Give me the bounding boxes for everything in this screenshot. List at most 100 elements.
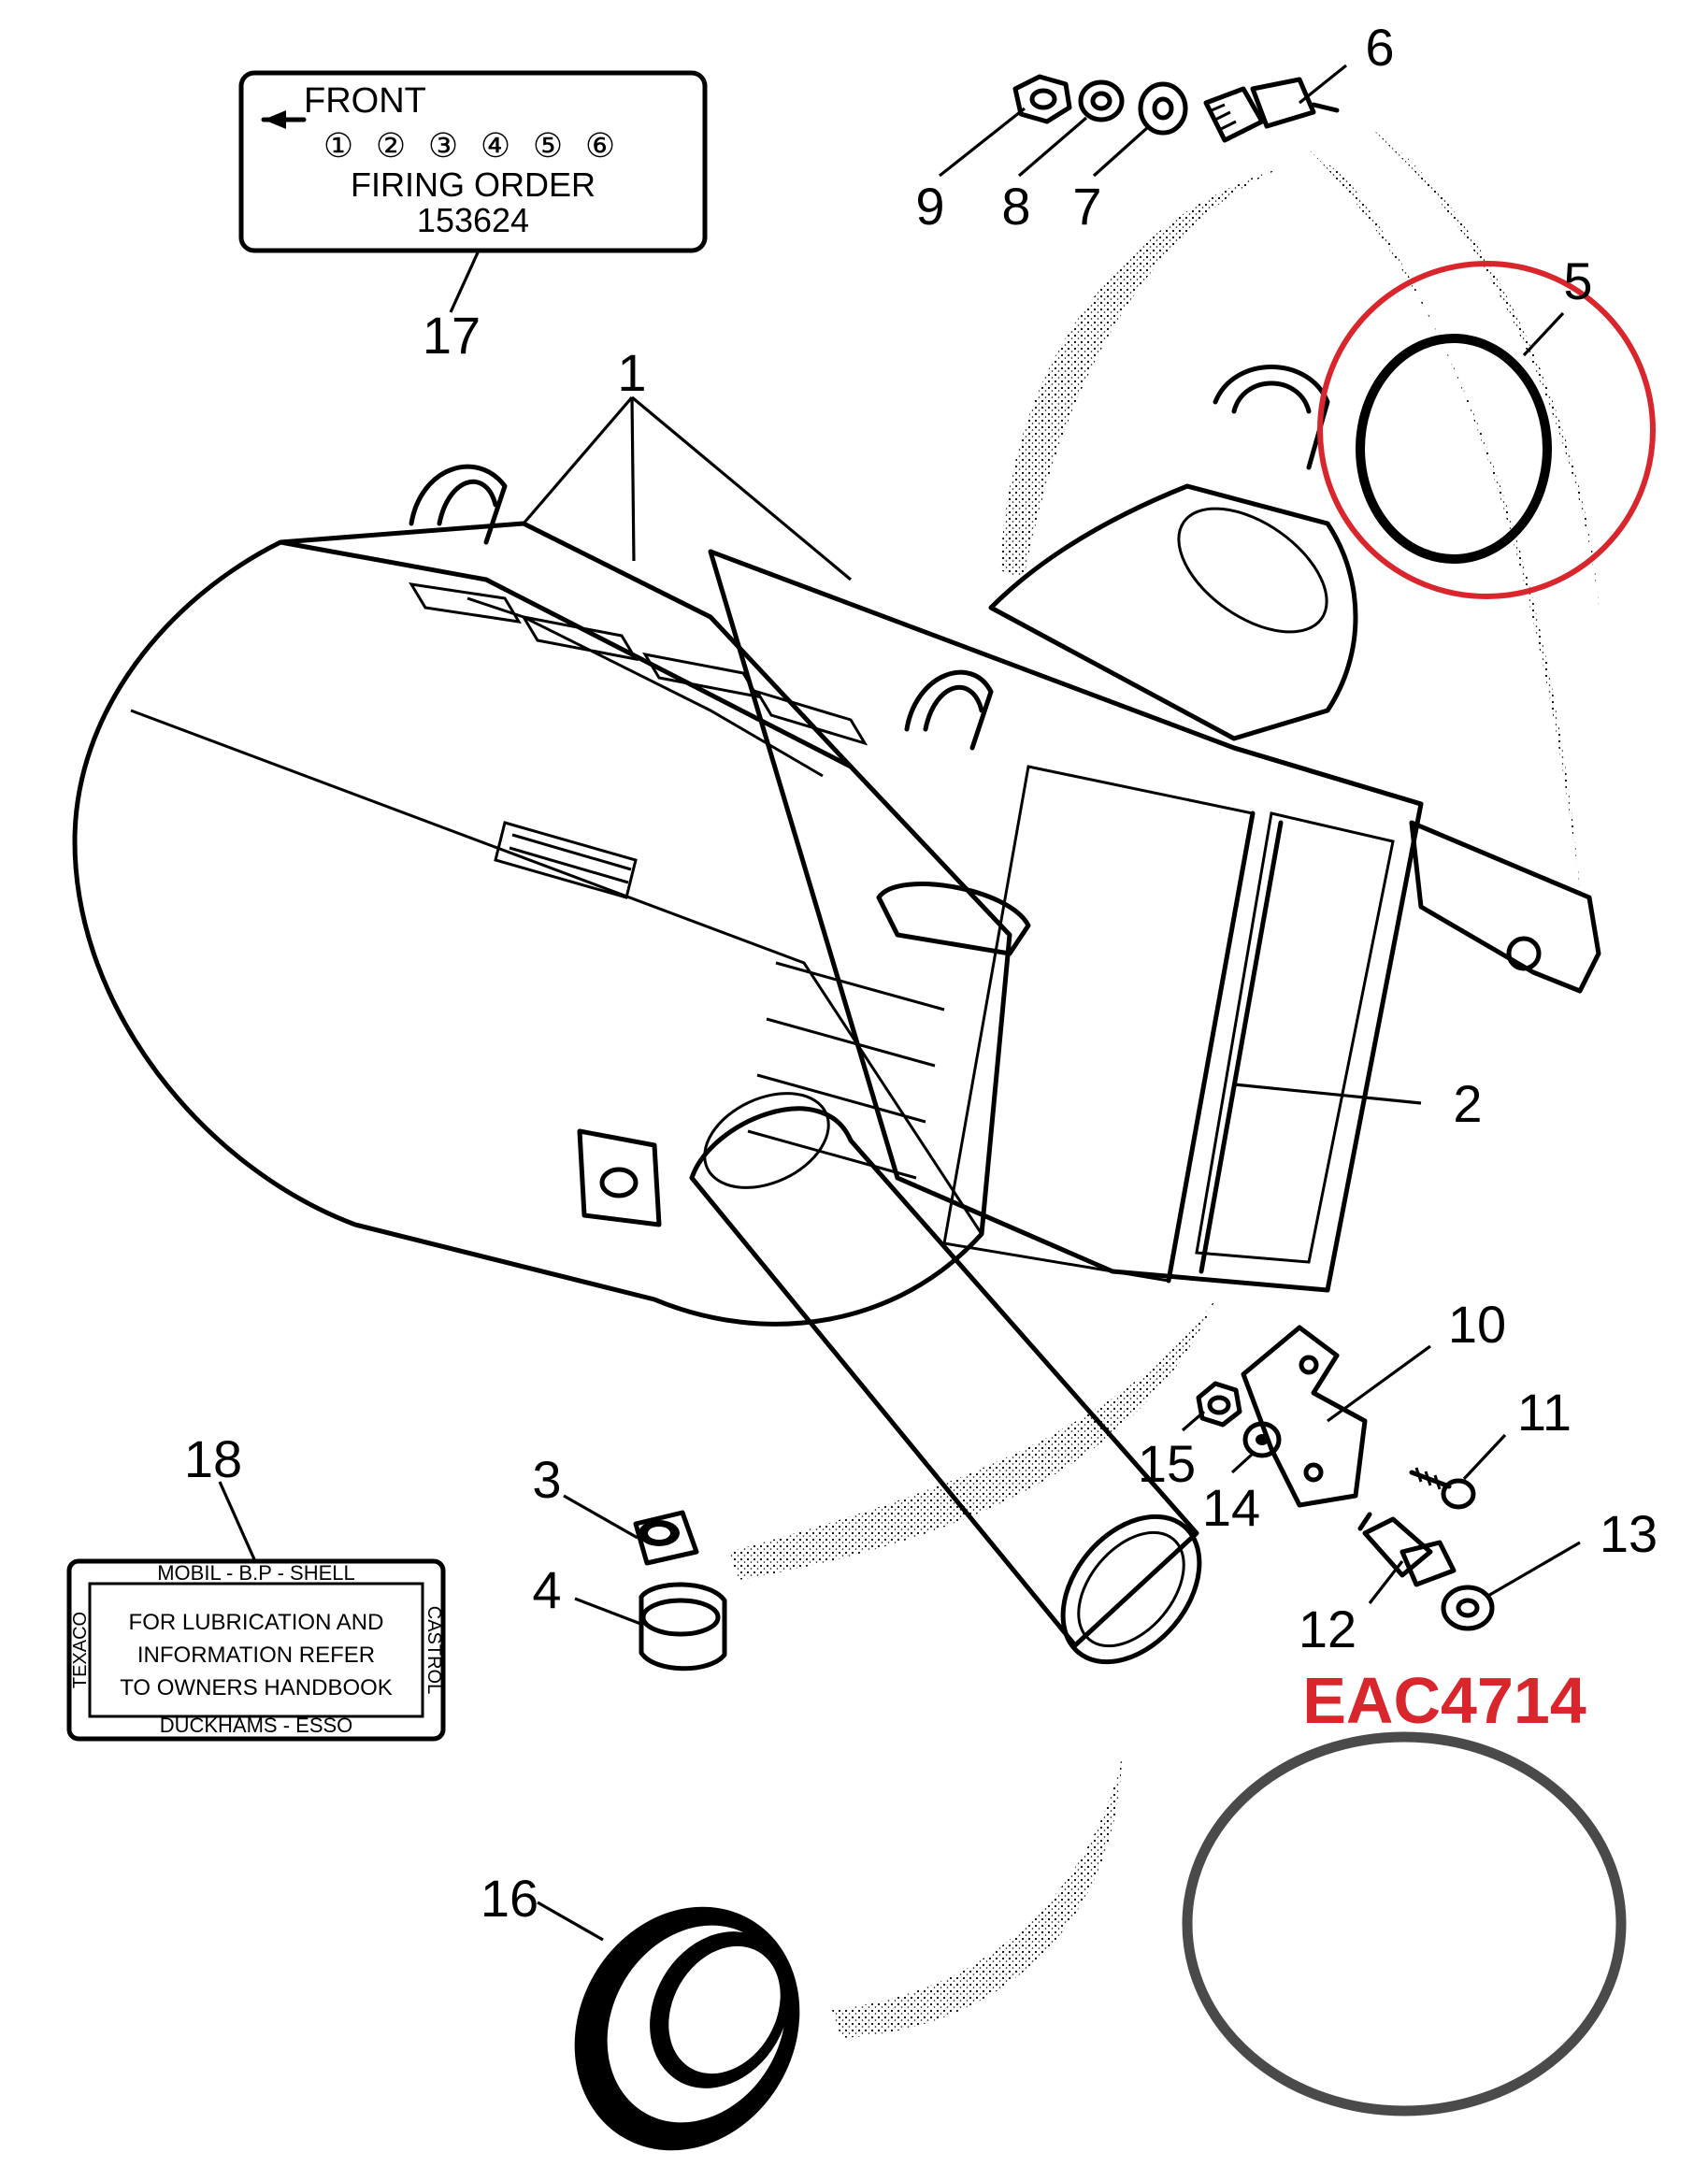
housing-mounting-lug — [577, 1128, 662, 1227]
part-4-bush — [639, 1582, 727, 1672]
leader-7 — [1092, 125, 1150, 178]
part-reference-number: EAC4714 — [1302, 1664, 1586, 1737]
intake-snout-mouth-inner — [1077, 1530, 1185, 1648]
vent-slot-2 — [520, 614, 639, 662]
arc-bolt-to-bracket — [1374, 131, 1599, 608]
callout-2: 2 — [1453, 1074, 1482, 1133]
firing-front-label: FRONT — [304, 81, 426, 121]
callout-8: 8 — [1001, 177, 1030, 236]
spring-clip-top-center — [904, 669, 994, 751]
callout-17: 17 — [423, 306, 481, 365]
callout-4: 4 — [532, 1560, 561, 1619]
cylinder-2-label: ② — [376, 126, 406, 165]
intake-snout-body — [689, 1106, 1199, 1648]
firing-order-decal-frame — [238, 70, 708, 253]
cylinder-1-label: ① — [323, 126, 353, 165]
vent-slot-1 — [409, 582, 522, 624]
lube-oil-brands-top: MOBIL - B.P - SHELL — [157, 1561, 355, 1585]
highlight-circle — [1317, 261, 1656, 599]
leader-1 — [522, 395, 853, 581]
part-11-screw — [1409, 1467, 1476, 1510]
air-cleaner-housing — [72, 521, 1012, 1327]
spring-clips — [409, 365, 1330, 956]
housing-rear-bracket — [1409, 820, 1601, 994]
leader-13 — [1486, 1541, 1581, 1599]
arc-seal-to-intake — [832, 1758, 1122, 2038]
part-15-nut — [1196, 1381, 1242, 1428]
callout-numbers: 1 2 3 4 5 6 7 8 9 10 11 12 13 14 15 16 1… — [184, 18, 1658, 1928]
leader-2 — [1233, 1083, 1422, 1105]
part-8-lock-washer — [1078, 79, 1125, 122]
intake-snout-mouth — [1060, 1514, 1202, 1665]
firing-order-decal: FRONT ① ② ③ ④ ⑤ ⑥ FIRING ORDER 153624 — [238, 70, 708, 253]
part-3-grommet — [633, 1510, 699, 1566]
callout-11: 11 — [1517, 1383, 1572, 1442]
lube-text-line-3: TO OWNERS HANDBOOK — [120, 1675, 393, 1700]
outlet-cone — [988, 483, 1358, 741]
leader-11 — [1462, 1433, 1507, 1481]
lube-brand-right: CASTROL — [423, 1606, 444, 1694]
firing-order-title: FIRING ORDER — [351, 165, 596, 204]
arc-washer-to-clip — [1000, 168, 1281, 580]
lube-text-line-1: FOR LUBRICATION AND — [129, 1610, 384, 1635]
lubrication-decal-outer-frame — [66, 1558, 446, 1742]
housing-ribs — [747, 961, 945, 1180]
lubrication-decal: MOBIL - B.P - SHELL DUCKHAMS - ESSO TEXA… — [66, 1558, 446, 1742]
filter-frame-outer — [708, 549, 1424, 1293]
o-ring-drawing — [1356, 334, 1552, 564]
part-13-washer — [1441, 1585, 1495, 1631]
intake-snout — [689, 1092, 1202, 1665]
part-5-o-ring — [1356, 334, 1552, 564]
filter-pleats-rear — [1195, 811, 1395, 1264]
callout-9: 9 — [915, 177, 944, 236]
vent-slot-3 — [641, 652, 761, 699]
vent-slot-4 — [754, 689, 868, 746]
lubrication-decal-inner-frame — [88, 1582, 424, 1718]
lube-text-line-2: INFORMATION REFER — [137, 1643, 375, 1668]
cylinder-6-label: ⑥ — [585, 126, 615, 165]
filter-element — [708, 549, 1601, 1293]
callout-14: 14 — [1202, 1478, 1260, 1537]
leader-3 — [563, 1494, 639, 1540]
part-6-stud-bolt — [1203, 77, 1340, 143]
firing-order-value: 153624 — [417, 201, 529, 239]
part-14-washer — [1242, 1421, 1282, 1458]
leader-17 — [449, 250, 481, 313]
housing-top-edge — [278, 521, 854, 769]
callout-6: 6 — [1365, 18, 1394, 77]
leader-15 — [1181, 1410, 1206, 1432]
cylinder-3-label: ③ — [428, 126, 458, 165]
leader-5 — [1522, 311, 1565, 357]
o-ring-photo — [1182, 1731, 1627, 2116]
leader-lines — [218, 64, 1581, 1942]
housing-side-panel — [494, 821, 638, 899]
arc-oring-path — [1309, 150, 1580, 888]
cylinder-5-label: ⑤ — [533, 126, 563, 165]
leader-6 — [1299, 64, 1347, 105]
housing-shoulder-line — [130, 709, 983, 1235]
callout-1: 1 — [617, 343, 646, 402]
leader-14 — [1230, 1452, 1255, 1474]
leader-4 — [574, 1597, 644, 1627]
leader-8 — [1017, 116, 1088, 178]
callout-18: 18 — [184, 1429, 242, 1488]
leader-18 — [218, 1481, 256, 1560]
lube-brand-left: TEXACO — [70, 1612, 91, 1688]
spring-clip-top-right — [1213, 365, 1330, 470]
lube-oil-brands-bottom: DUCKHAMS - ESSO — [160, 1714, 353, 1737]
callout-15: 15 — [1138, 1434, 1196, 1493]
callout-13: 13 — [1600, 1504, 1658, 1563]
leader-16 — [537, 1901, 604, 1942]
cylinder-4-label: ④ — [481, 126, 510, 165]
housing-lug-hole — [599, 1167, 639, 1198]
rear-bracket-hole — [1506, 936, 1542, 971]
part-10-bracket — [1241, 1325, 1368, 1508]
callout-16: 16 — [481, 1869, 538, 1928]
leader-9 — [939, 107, 1026, 178]
filter-pleats-main — [942, 765, 1255, 1283]
assembly-arcs — [729, 131, 1599, 2038]
intake-snout-collar — [703, 1092, 830, 1189]
housing-body — [72, 539, 1012, 1327]
housing-side-panel-lines — [509, 833, 632, 884]
